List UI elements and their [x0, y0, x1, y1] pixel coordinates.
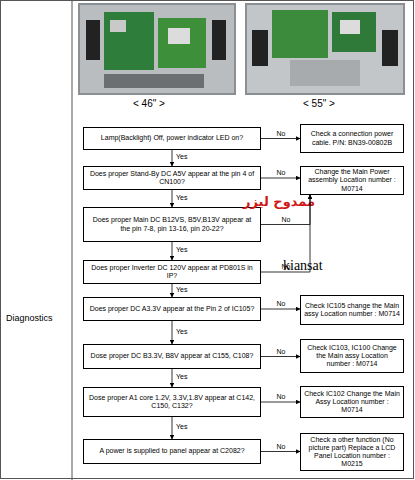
edge-label: No: [282, 263, 291, 270]
decision-box: Lamp(Backlight) Off, power indicator LED…: [83, 127, 261, 150]
photo-caption: < 55" >: [303, 98, 335, 109]
box-text: Check a connection power cable. P/N: BN3…: [304, 130, 400, 146]
box-text: Change the Main Power assembly Location …: [304, 168, 400, 192]
box-text: Lamp(Backlight) Off, power indicator LED…: [101, 134, 243, 142]
flow-arrow: [261, 309, 300, 310]
flow-arrow: [172, 242, 173, 260]
flow-arrow: [261, 402, 300, 403]
flow-arrow: [172, 150, 173, 166]
edge-label: Yes: [176, 194, 187, 201]
flow-arrow: [261, 195, 310, 272]
box-text: Check IC103, IC100 Change the Main assy …: [304, 344, 400, 368]
action-box: Change the Main Power assembly Location …: [300, 166, 404, 195]
flow-arrow: [172, 417, 173, 439]
decision-box: Dose proper DC B3.3V, B8V appear at C155…: [83, 344, 261, 369]
flow-arrow: [261, 138, 300, 139]
box-text: Check IC102 Change the Main Assy Locatio…: [304, 390, 400, 414]
edge-label: No: [277, 300, 286, 307]
action-box: Check IC103, IC100 Change the Main assy …: [300, 339, 404, 373]
tv-photo-55: [245, 3, 405, 95]
box-text: Does proper Stand-By DC A5V appear at th…: [87, 170, 257, 186]
watermark: ممدوح ليزر: [243, 194, 315, 209]
decision-box: Does proper Inverter DC 120V appear at P…: [83, 260, 261, 284]
edge-label: No: [277, 130, 286, 137]
edge-label: Yes: [176, 328, 187, 335]
edge-label: Yes: [176, 286, 187, 293]
box-text: A power is supplied to panel appear at C…: [99, 447, 244, 455]
box-text: Dose proper DC B3.3V, B8V appear at C155…: [91, 352, 254, 360]
edge-label: No: [277, 443, 286, 450]
action-box: Check a other function (No picture part)…: [300, 433, 404, 471]
box-text: Does proper DC A3.3V appear at the Pin 2…: [90, 305, 255, 313]
edge-label: No: [277, 348, 286, 355]
table-divider: [72, 0, 73, 480]
edge-label: Yes: [176, 153, 187, 160]
flow-arrow: [261, 178, 300, 179]
flow-arrow: [172, 190, 173, 207]
flow-arrow: [172, 369, 173, 387]
edge-label: No: [277, 169, 286, 176]
box-text: Does proper Inverter DC 120V appear at P…: [87, 264, 257, 280]
edge-label: No: [282, 216, 291, 223]
action-box: Check IC102 Change the Main Assy Locatio…: [300, 386, 404, 418]
box-text: Check IC105 change the Main assy Locatio…: [304, 302, 400, 318]
edge-label: Yes: [176, 423, 187, 430]
box-text: Check a other function (No picture part)…: [304, 436, 400, 468]
edge-label: No: [277, 393, 286, 400]
flow-arrow: [172, 321, 173, 344]
decision-box: Dose proper A1 core 1.2V, 3.3V,1.8V appe…: [83, 387, 261, 417]
decision-box: Does proper Stand-By DC A5V appear at th…: [83, 166, 261, 190]
photo-caption: < 46" >: [133, 98, 165, 109]
flow-arrow: [261, 356, 300, 357]
tv-photo-46: [78, 3, 236, 95]
flow-arrow: [172, 284, 173, 297]
box-text: Dose proper A1 core 1.2V, 3.3V,1.8V appe…: [87, 394, 257, 410]
decision-box: A power is supplied to panel appear at C…: [83, 439, 261, 464]
edge-label: Yes: [176, 246, 187, 253]
row-heading: Diagnostics: [6, 313, 53, 323]
box-text: Does proper Main DC B12VS, B5V,B13V appe…: [87, 216, 257, 232]
edge-label: Yes: [176, 373, 187, 380]
flow-arrow: [261, 195, 310, 225]
decision-box: Does proper DC A3.3V appear at the Pin 2…: [83, 297, 261, 321]
action-box: Check a connection power cable. P/N: BN3…: [300, 124, 404, 153]
action-box: Check IC105 change the Main assy Locatio…: [300, 295, 404, 325]
decision-box: Does proper Main DC B12VS, B5V,B13V appe…: [83, 207, 261, 242]
flow-arrow: [261, 451, 300, 452]
